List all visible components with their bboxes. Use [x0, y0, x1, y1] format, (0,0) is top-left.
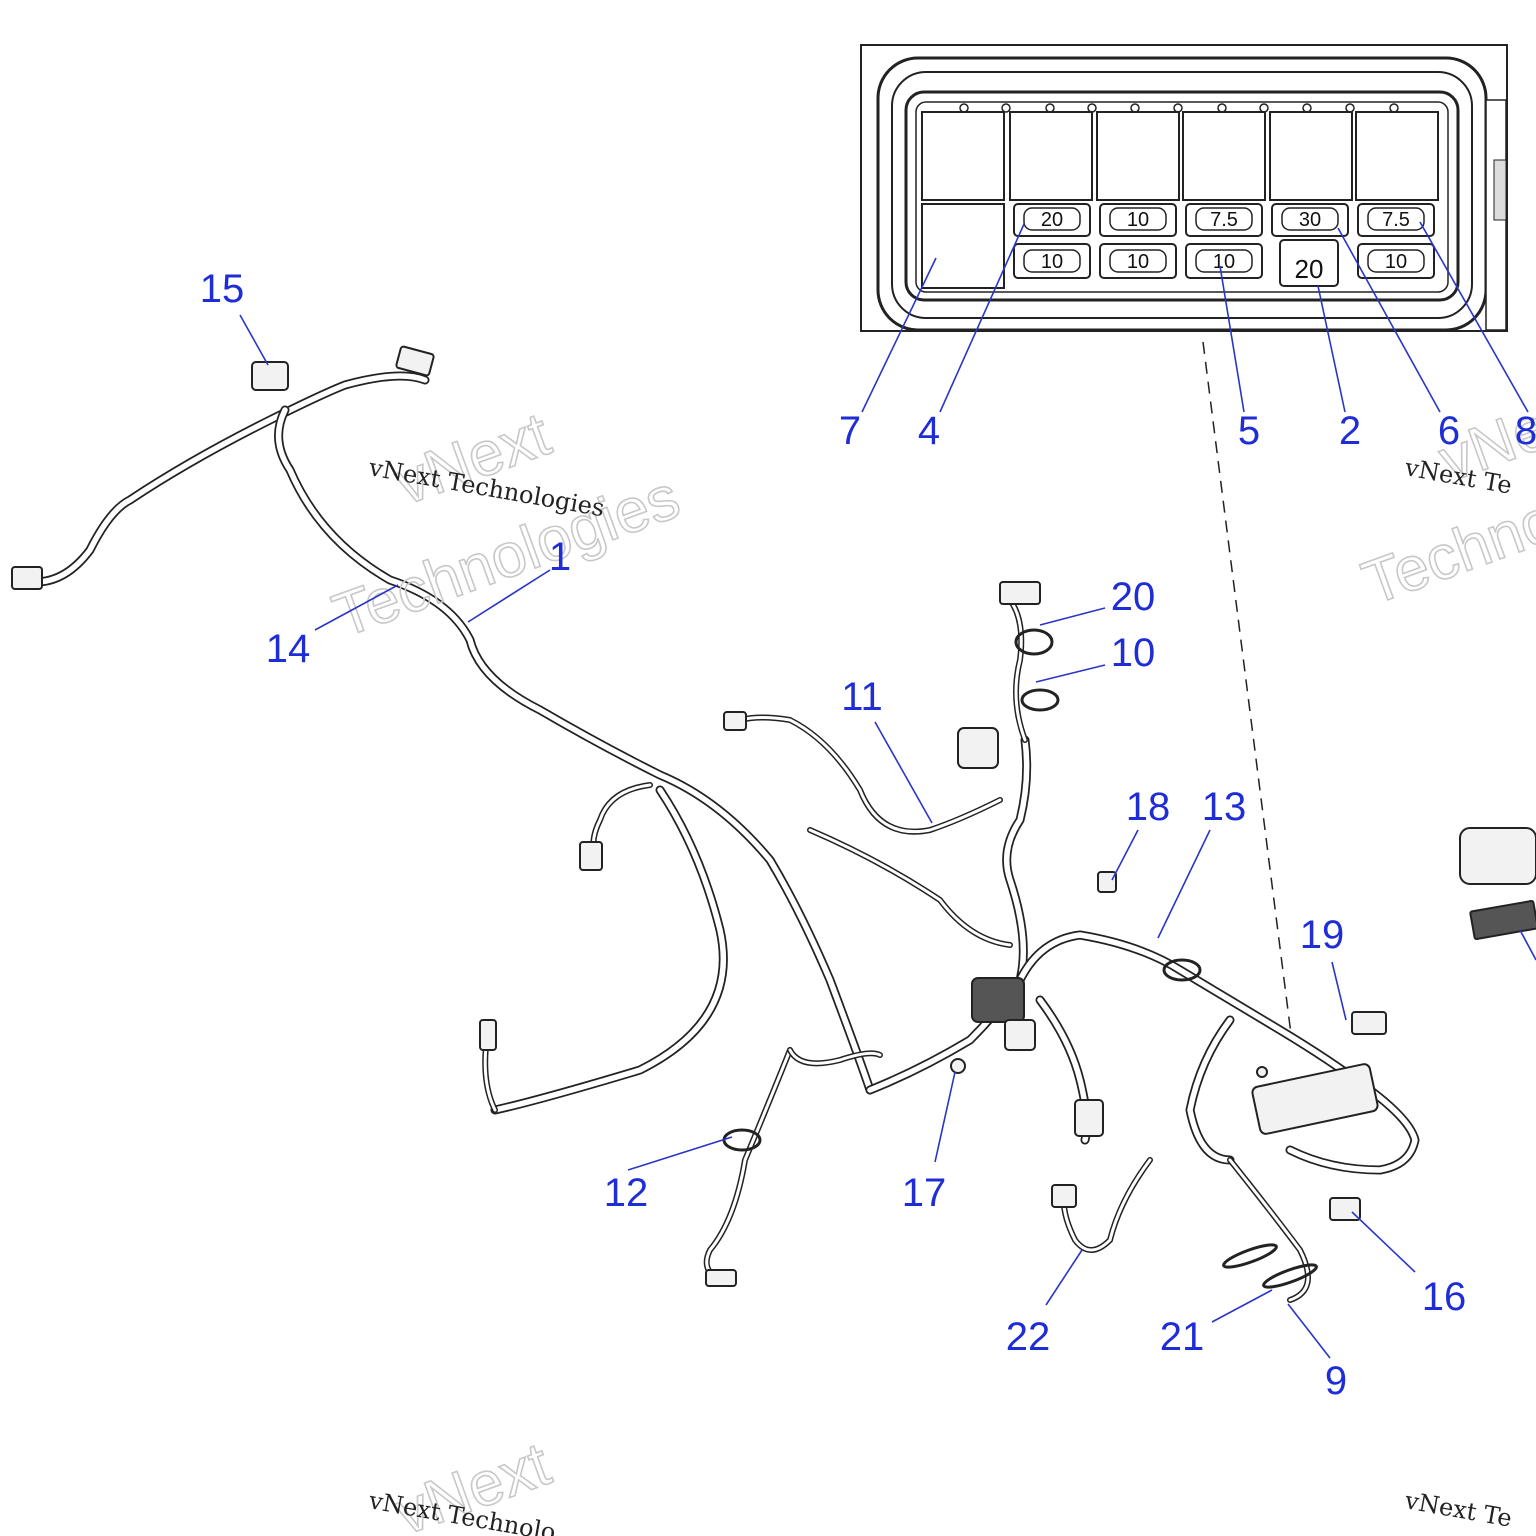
leader-lines: [239, 221, 1536, 1359]
callout-17: 17: [902, 1171, 947, 1215]
callout-13: 13: [1202, 785, 1247, 829]
harness-fuse-box: [1251, 1063, 1379, 1135]
cable-tie-right: [1162, 958, 1202, 982]
callout-20: 20: [1111, 575, 1156, 619]
callout-7: 7: [839, 409, 861, 453]
watermarks: vNext Technologies vNext Technologies vN…: [324, 392, 1536, 1536]
cover-right: [1459, 827, 1536, 885]
callout-4: 4: [918, 409, 940, 453]
callout-14: 14: [266, 627, 311, 671]
grommet-17: [950, 1058, 966, 1074]
cable-tie-10: [1020, 688, 1060, 712]
callout-2: 2: [1339, 409, 1361, 453]
cable-tie-loose: [1222, 1243, 1278, 1269]
callout-22: 22: [1006, 1315, 1051, 1359]
callout-1: 1: [549, 535, 571, 579]
fuse-box-inset: 20 10 7.5 30 7.5 10 10 10 20 10: [860, 44, 1508, 332]
relay-15: [251, 361, 289, 391]
fuse-rating-top-5: 7.5: [1382, 209, 1410, 231]
connector-top-end: [395, 345, 435, 377]
callout-9: 9: [1325, 1359, 1347, 1403]
connector-top-center: [999, 581, 1041, 605]
callout-10: 10: [1111, 631, 1156, 675]
fuse-rating-top-1: 20: [1041, 209, 1063, 231]
callout-8: 8: [1515, 409, 1536, 453]
callout-21: 21: [1160, 1315, 1205, 1359]
fuse-rating-top-2: 10: [1127, 209, 1149, 231]
watermark-line-4: vNext Te: [1402, 1486, 1514, 1532]
connector-lower-left: [705, 1269, 737, 1287]
fuse-rating-top-4: 30: [1299, 209, 1321, 231]
connector-left-end: [11, 566, 43, 590]
wiring-harness: [11, 345, 1536, 1303]
callout-12: 12: [604, 1171, 649, 1215]
callout-6: 6: [1438, 409, 1460, 453]
callout-16: 16: [1422, 1275, 1467, 1319]
fuse-rating-bottom-5: 10: [1385, 251, 1407, 273]
fuse-rating-bottom-1: 10: [1041, 251, 1063, 273]
connector-lower-center: [1074, 1099, 1104, 1137]
detail-dashed-line: [1202, 341, 1293, 1043]
callout-15: 15: [200, 267, 245, 311]
fuse-rating-bottom-3: 10: [1213, 251, 1235, 273]
connector-19: [1351, 1011, 1387, 1035]
callout-labels: 1 2 4 5 6 7 8 9 10 11 12 13 14 15 16 17 …: [200, 267, 1536, 1403]
main-junction: [971, 977, 1025, 1023]
callout-11: 11: [841, 675, 883, 719]
bolt: [1256, 1066, 1268, 1078]
connector-cluster: [957, 727, 999, 769]
part-18: [1097, 871, 1117, 893]
junction-lower: [1004, 1019, 1036, 1051]
cable-tie-20: [1014, 628, 1054, 656]
fuse-rating-bottom-2: 10: [1127, 251, 1149, 273]
fuse-rating-bottom-4: 20: [1295, 254, 1324, 284]
callout-19: 19: [1300, 913, 1345, 957]
cable-tie-21: [1262, 1263, 1318, 1289]
callout-5: 5: [1238, 409, 1260, 453]
fuse-16: [1329, 1197, 1361, 1221]
connector-left-mid: [579, 841, 603, 871]
fuse-rating-top-3: 7.5: [1210, 209, 1238, 231]
fuse-strip-right: [1469, 899, 1536, 941]
connector-upper-left: [723, 711, 747, 731]
connector-22: [1051, 1184, 1077, 1208]
callout-18: 18: [1126, 785, 1171, 829]
connector-left-low: [479, 1019, 497, 1051]
